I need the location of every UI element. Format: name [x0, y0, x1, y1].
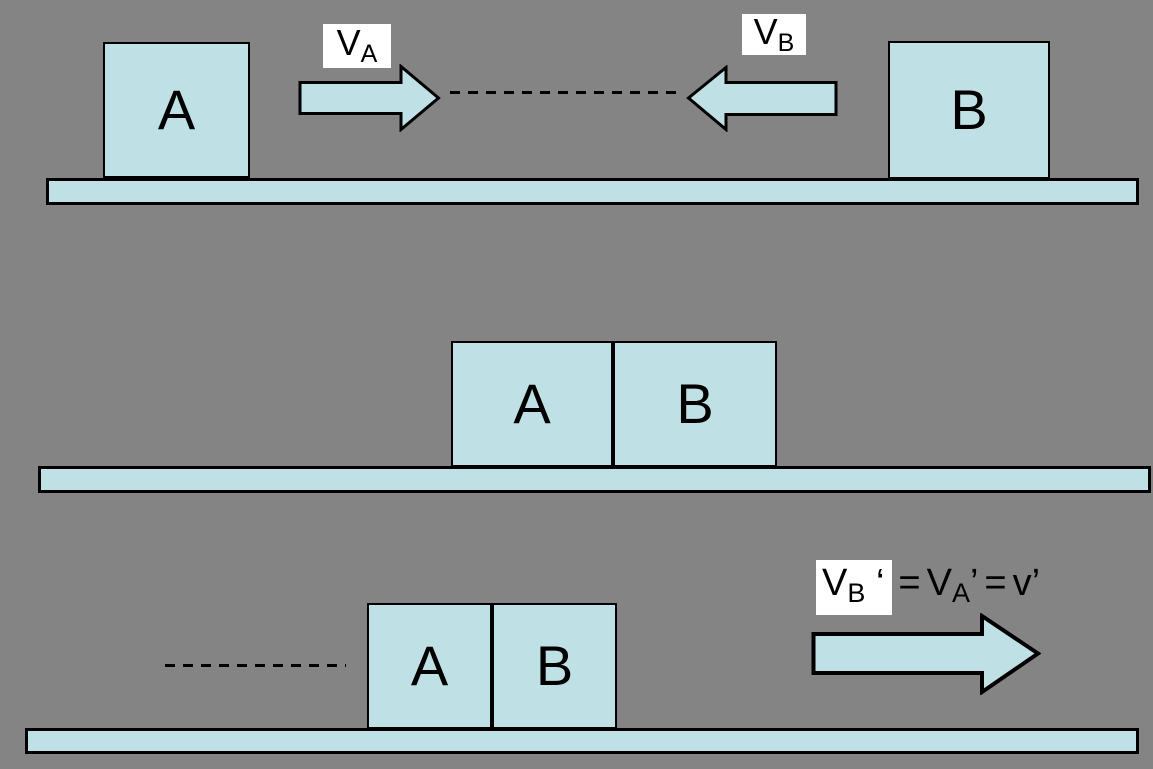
scene3-dashed-path	[165, 664, 346, 667]
scene3-block-b-label: B	[535, 634, 574, 697]
scene2-ground-surface	[38, 466, 1151, 493]
scene3-block-a-label: A	[410, 634, 449, 697]
equation-v-term: v’	[1012, 562, 1041, 604]
velocity-arrow-a-right-icon	[298, 64, 441, 132]
scene2-block-a-label: A	[513, 372, 551, 435]
scene1-block-a-label: A	[157, 78, 196, 141]
velocity-arrow-final-right-icon	[811, 613, 1041, 695]
scene2-block-b-label: B	[676, 372, 714, 435]
scene1-block-b-label: B	[950, 78, 988, 141]
scene3-block-b: B	[492, 603, 617, 729]
scene1-block-b: B	[888, 41, 1050, 179]
velocity-arrow-b-left-icon	[686, 65, 838, 132]
scene3-ground-surface	[25, 728, 1139, 754]
scene3-equation: VB ‘=VA’=v’	[816, 560, 1041, 616]
equals-sign: =	[898, 562, 921, 604]
equation-va-term: VA’	[926, 562, 979, 608]
scene1-block-a: A	[103, 42, 250, 178]
va-text: VA	[336, 22, 378, 68]
equation-vb-chip: VB ‘	[816, 560, 893, 616]
scene1-va-label: VA	[323, 24, 391, 68]
scene2-block-b: B	[613, 341, 777, 467]
scene2-block-a: A	[451, 341, 613, 467]
scene3-block-a: A	[367, 603, 492, 729]
scene1-ground-surface	[46, 178, 1139, 205]
scene1-dashed-path	[450, 91, 676, 94]
vb-text: VB	[753, 10, 795, 57]
scene1-vb-label: VB	[742, 10, 806, 57]
equals-sign: =	[984, 562, 1007, 604]
